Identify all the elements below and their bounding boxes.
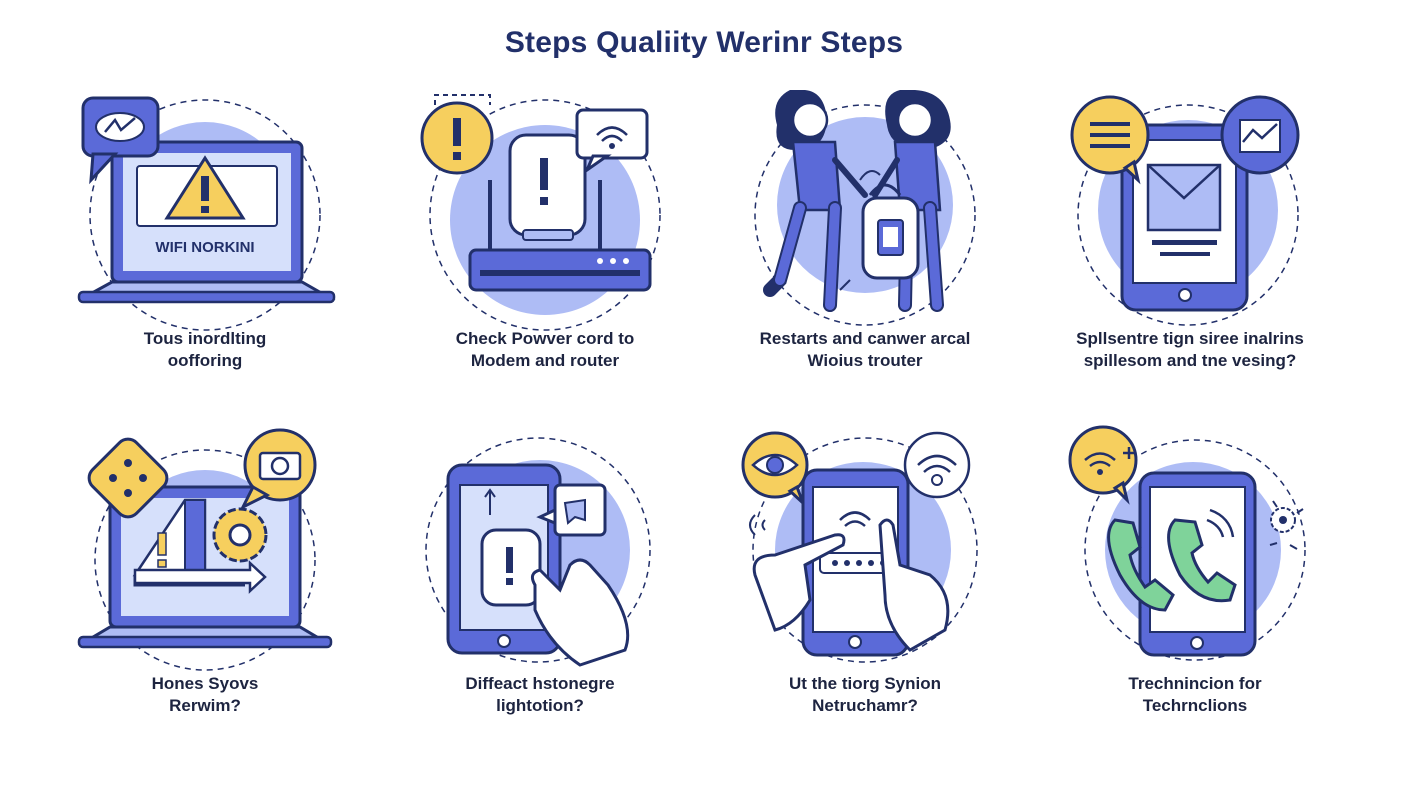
step-2: Check Powver cord to Modem and router	[395, 80, 695, 440]
step-8-line2: Techrnclions	[1142, 696, 1248, 715]
hand-icon	[530, 558, 630, 667]
tablet-mail-illustration	[1070, 95, 1300, 326]
step-3: Restarts and canwer arcal Wioius trouter	[715, 80, 1015, 440]
step-6-line2: lightotion?	[496, 696, 584, 715]
step-1: WIFI NORKINI Tous inordlting oofforing	[55, 80, 355, 440]
step-2-line1: Check Powver cord to	[455, 329, 635, 348]
left-hand-icon	[752, 533, 846, 632]
step-3-line2: Wioius trouter	[807, 351, 923, 370]
step-4-line1: Spllsentre tign siree inalrins	[1076, 329, 1304, 348]
phone-call-illustration	[1068, 425, 1306, 661]
people-restart-illustration	[754, 90, 976, 326]
router-alert-illustration	[420, 94, 661, 331]
step-2-line2: Modem and router	[470, 351, 620, 370]
step-7: Ut the tiorg Synion Netruchamr?	[715, 425, 1015, 785]
step-8: Trechnincion for Techrnclions	[1045, 425, 1345, 785]
wifi-icon	[839, 511, 871, 527]
handset-icon	[1107, 518, 1175, 612]
step-4: Spllsentre tign siree inalrins spillesom…	[1040, 80, 1340, 440]
laptop-warning-illustration: WIFI NORKINI	[77, 96, 336, 331]
phone-network-illustration	[741, 431, 978, 663]
screen-text: WIFI NORKINI	[155, 239, 254, 256]
dice-icon	[87, 437, 169, 519]
right-hand-icon	[878, 518, 950, 652]
handset-icon-2	[1167, 518, 1237, 603]
step-5-line2: Rerwim?	[169, 696, 241, 715]
step-4-line2: spillesom and tne vesing?	[1083, 351, 1297, 370]
step-6: Diffeact hstonegre lightotion?	[390, 425, 690, 785]
laptop-settings-illustration	[77, 428, 333, 671]
step-8-line1: Trechnincion for	[1128, 674, 1262, 693]
step-1-line2: oofforing	[167, 351, 243, 370]
step-7-line2: Netruchamr?	[812, 696, 918, 715]
step-7-line1: Ut the tiorg Synion	[788, 674, 942, 693]
wifi-bubble-icon	[575, 108, 649, 160]
page-title: Steps Qualiity Werinr Steps	[504, 26, 904, 59]
wifi-plus-bubble-icon	[1068, 425, 1138, 495]
step-5: Hones Syovs Rerwim?	[55, 425, 355, 785]
step-3-line1: Restarts and canwer arcal	[759, 329, 971, 348]
phone-tap-illustration	[425, 437, 651, 667]
step-6-line1: Diffeact hstonegre	[465, 674, 615, 693]
step-5-line1: Hones Syovs	[151, 674, 259, 693]
step-1-line1: Tous inordlting	[143, 329, 267, 348]
arrow-icon	[133, 560, 267, 594]
